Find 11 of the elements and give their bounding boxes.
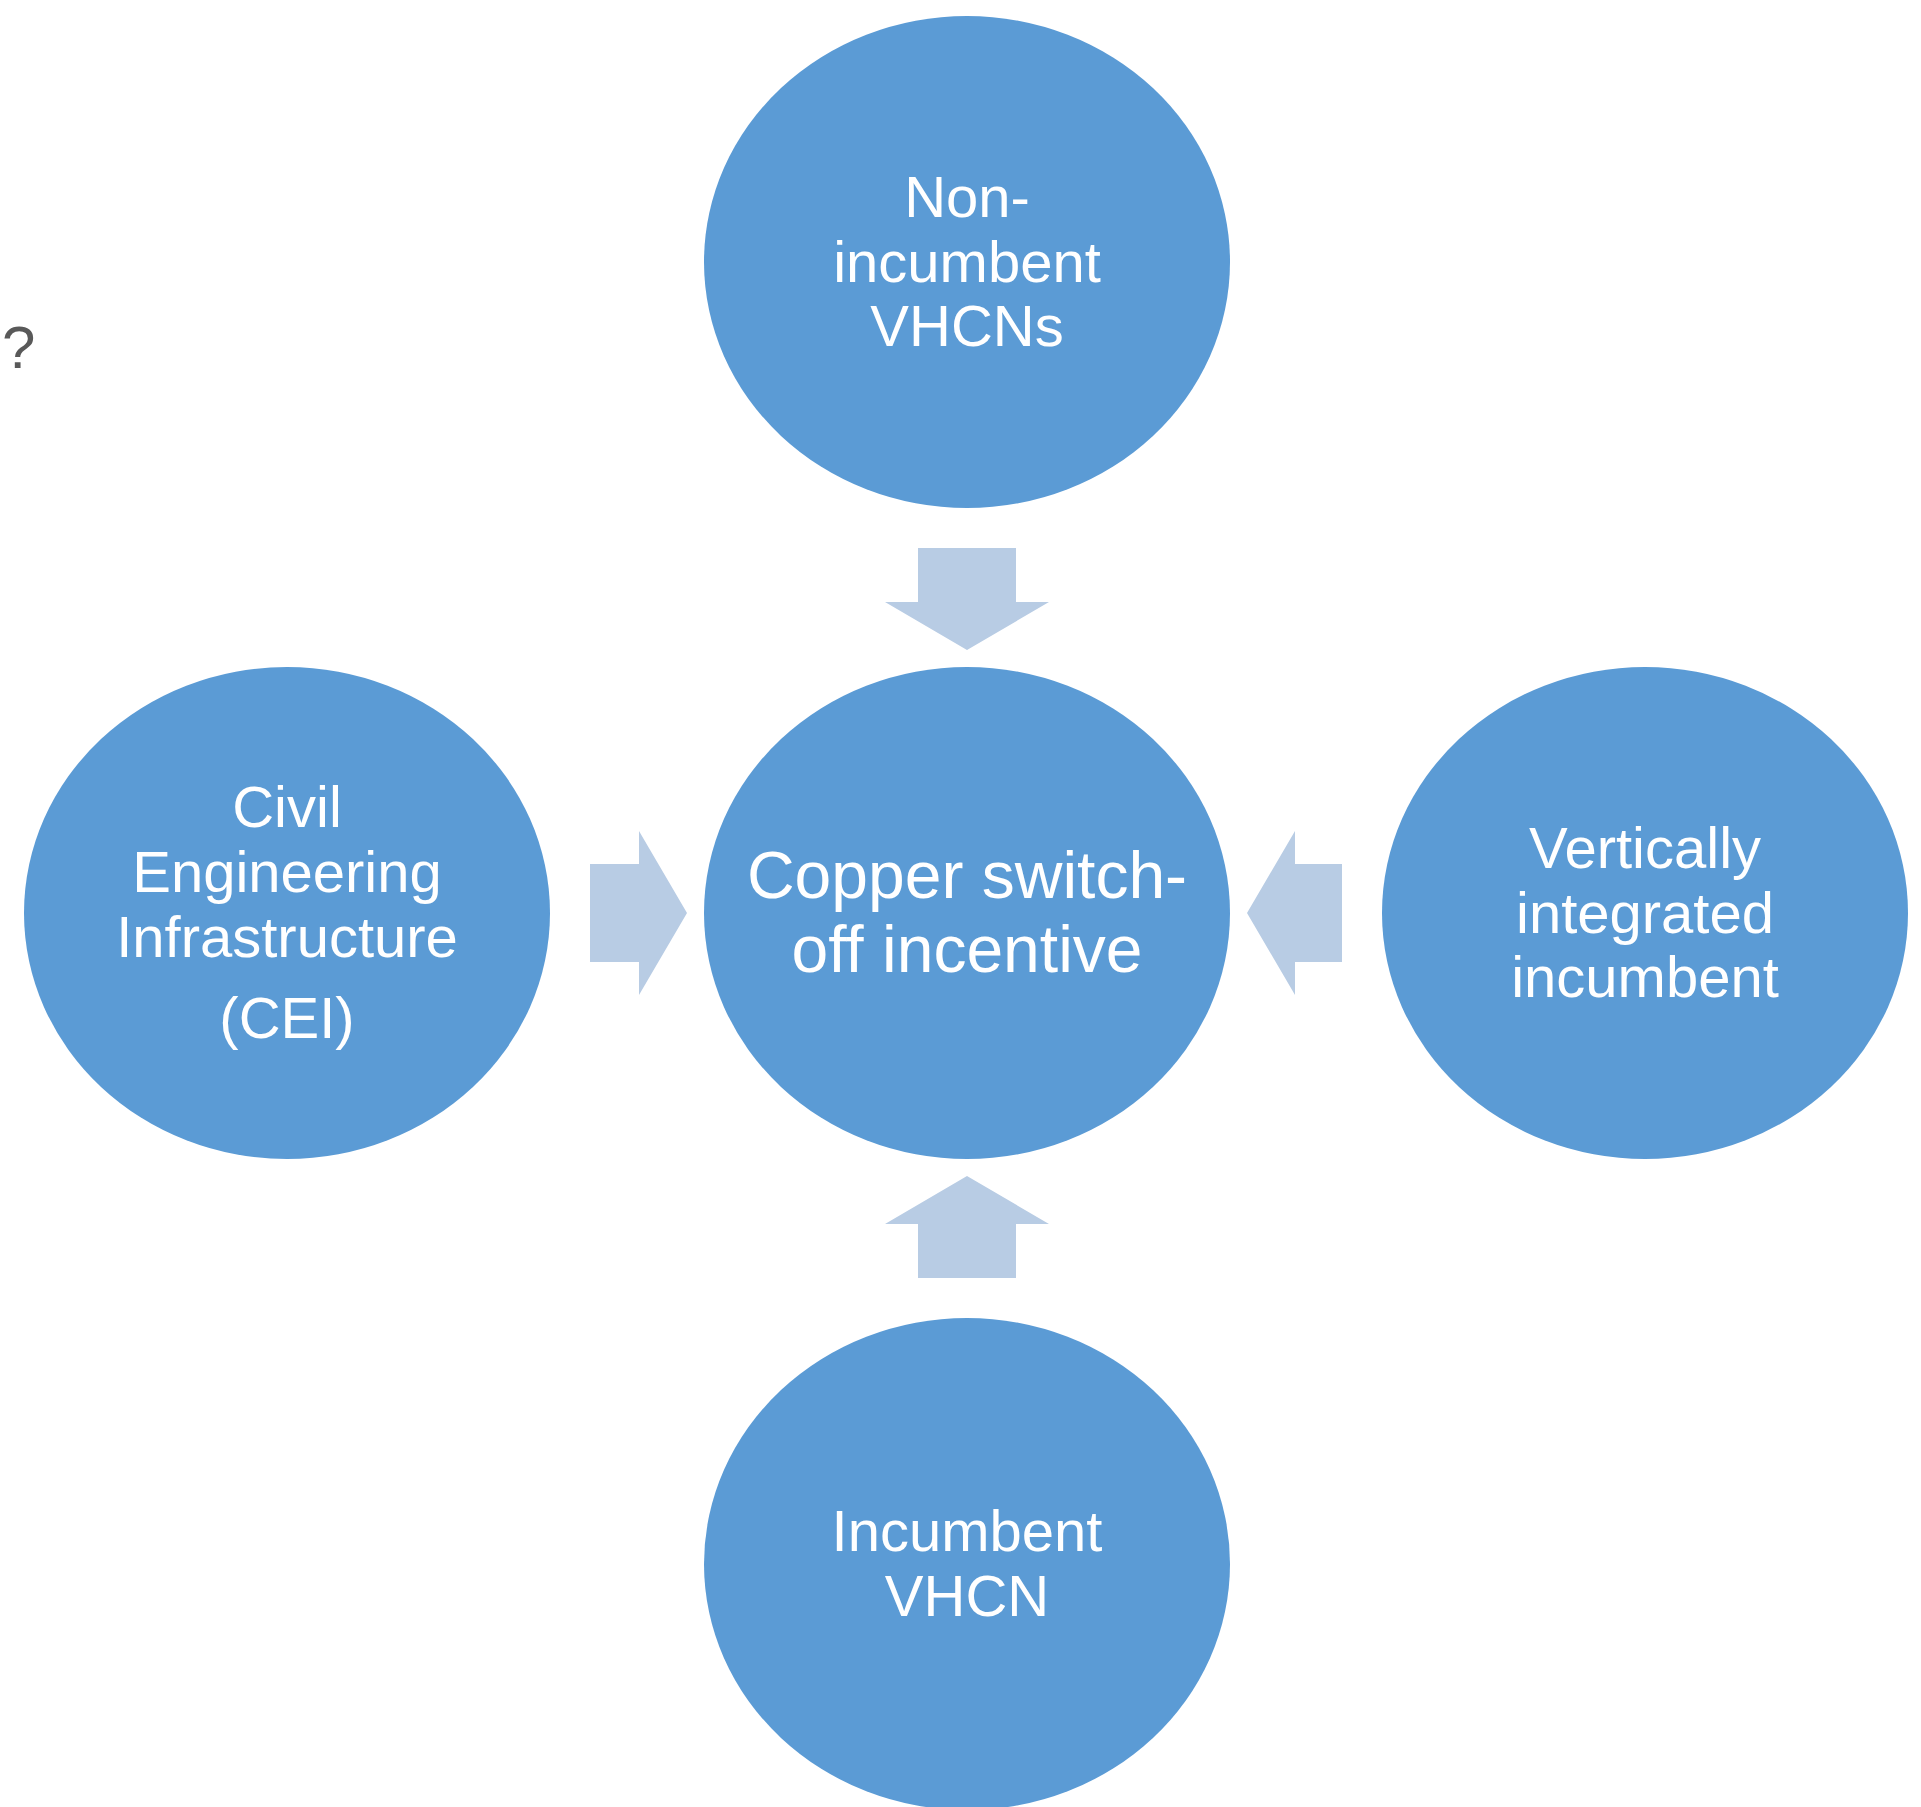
block-arrow [1247,831,1342,995]
block-arrow [590,831,687,995]
block-arrow [885,1176,1049,1278]
node-text: Non-incumbent VHCNs [832,164,1102,360]
node-text: Copper switch-off incentive [745,839,1189,987]
block-arrow [885,548,1049,650]
node-text: Civil Engineering Infrastructure [115,775,459,970]
question-mark: ? [2,318,36,378]
node-text: Vertically integrated incumbent [1510,815,1780,1011]
node-text: (CEI) [218,985,356,1051]
node-text: Incumbent VHCN [830,1499,1104,1629]
